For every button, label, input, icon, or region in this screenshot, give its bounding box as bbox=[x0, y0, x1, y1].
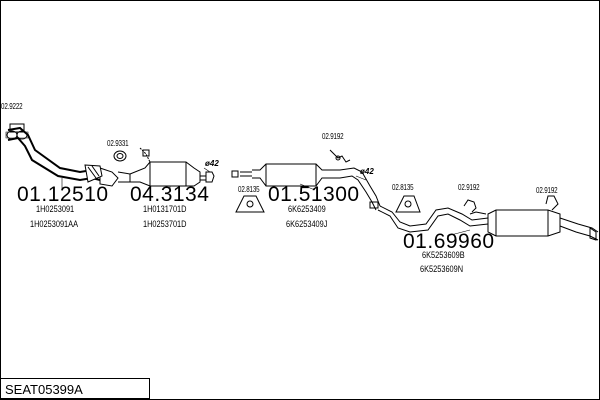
part-number-front-pipe: 01.12510 bbox=[17, 183, 109, 206]
part-ref: 6K5253609B bbox=[422, 250, 465, 260]
part-number-rear-silencer: 01.69960 bbox=[403, 230, 495, 253]
leader-lines bbox=[61, 167, 471, 237]
part-ref: 1H0253091 bbox=[36, 204, 75, 214]
connecting-pipe bbox=[231, 170, 252, 178]
accessory-ref: 02.9192 bbox=[322, 132, 344, 141]
accessory-ref: 02.9331 bbox=[107, 139, 129, 148]
pipe-diameter-label: ø42 bbox=[360, 167, 374, 176]
title-box: SEAT05399A bbox=[0, 378, 150, 399]
catalytic-converter bbox=[117, 147, 215, 187]
part-ref: 6K5253609N bbox=[420, 264, 464, 274]
rubber-mount-icon bbox=[235, 195, 421, 213]
accessory-ref: 02.9222 bbox=[1, 102, 23, 111]
center-silencer bbox=[252, 163, 381, 211]
part-ref: 1H0253701D bbox=[143, 219, 187, 229]
manifold-gasket-icon bbox=[5, 130, 29, 140]
pipe-diameter-label: ø42 bbox=[205, 159, 219, 168]
kit-title: SEAT05399A bbox=[5, 382, 83, 397]
part-number-catalytic-converter: 04.3134 bbox=[130, 183, 210, 206]
part-ref: 6K6253409 bbox=[288, 204, 326, 214]
gasket-icon bbox=[113, 150, 127, 162]
accessory-ref: 02.9192 bbox=[536, 186, 558, 195]
hanger-icon bbox=[329, 149, 559, 213]
front-pipe bbox=[7, 123, 119, 187]
rear-silencer bbox=[377, 205, 599, 241]
part-ref: 1H0131701D bbox=[143, 204, 187, 214]
part-number-center-silencer: 01.51300 bbox=[268, 183, 360, 206]
accessory-ref: 02.8135 bbox=[238, 185, 260, 194]
accessory-ref: 02.9192 bbox=[458, 183, 480, 192]
part-ref: 1H0253091AA bbox=[30, 219, 79, 229]
part-ref: 6K6253409J bbox=[286, 219, 328, 229]
accessory-ref: 02.8135 bbox=[392, 183, 414, 192]
